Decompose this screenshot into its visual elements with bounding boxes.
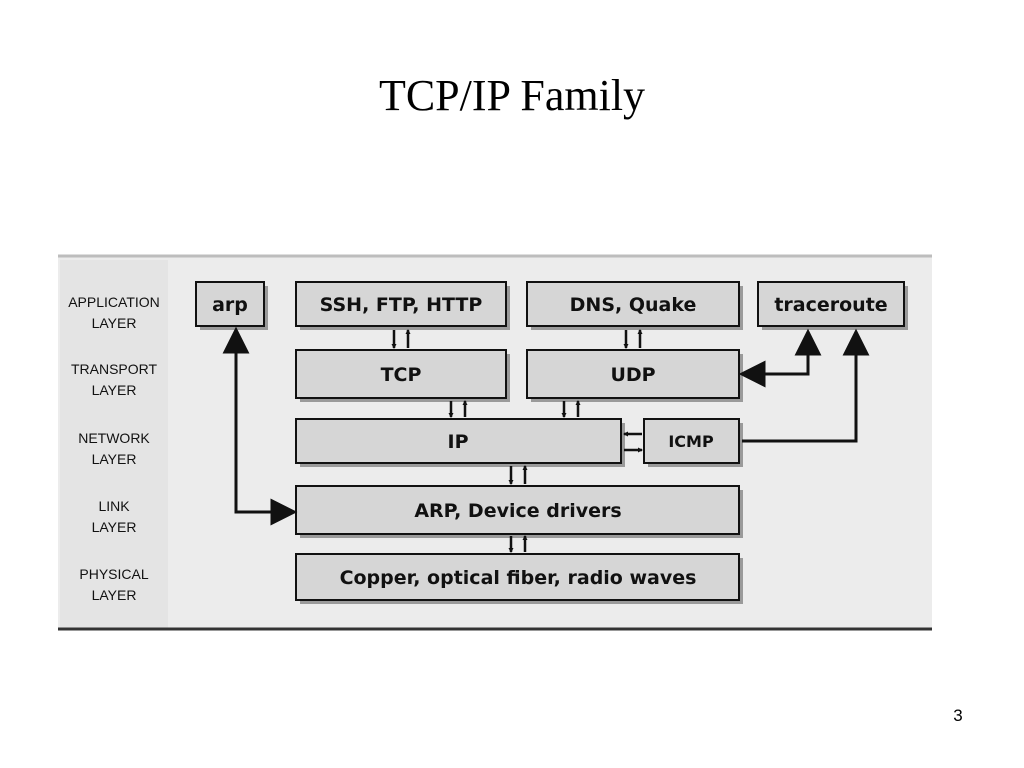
connector-traceroute-to-udp xyxy=(738,328,822,388)
layer-label-transport-line1: TRANSPORT xyxy=(71,361,158,377)
box-ip: IP xyxy=(295,418,625,467)
box-arp: arp xyxy=(195,281,268,330)
box-tcp-label: TCP xyxy=(381,364,422,386)
layer-label-transport: TRANSPORT LAYER xyxy=(71,361,158,398)
box-udp-label: UDP xyxy=(610,364,655,386)
tcp-ip-diagram: APPLICATION LAYER TRANSPORT LAYER NETWOR… xyxy=(58,252,934,632)
layer-label-link-line2: LAYER xyxy=(92,519,137,535)
layer-label-application-line2: LAYER xyxy=(92,315,137,331)
layer-label-link: LINK LAYER xyxy=(92,498,137,535)
box-udp: UDP xyxy=(526,349,743,402)
box-ip-label: IP xyxy=(448,431,469,453)
box-icmp-label: ICMP xyxy=(668,432,714,451)
box-tcp: TCP xyxy=(295,349,510,402)
box-physical: Copper, optical fiber, radio waves xyxy=(295,553,743,604)
layer-label-link-line1: LINK xyxy=(98,498,130,514)
layer-label-application-line1: APPLICATION xyxy=(68,294,160,310)
layer-label-transport-line2: LAYER xyxy=(92,382,137,398)
box-physical-label: Copper, optical fiber, radio waves xyxy=(340,567,697,589)
box-link-label: ARP, Device drivers xyxy=(414,500,621,522)
page-number: 3 xyxy=(953,706,963,725)
box-traceroute-label: traceroute xyxy=(774,294,887,316)
layer-label-application: APPLICATION LAYER xyxy=(68,294,160,331)
box-app-protocols: SSH, FTP, HTTP xyxy=(295,281,510,330)
connector-arp-to-link xyxy=(222,326,298,526)
box-link: ARP, Device drivers xyxy=(295,485,743,538)
layer-label-physical-line2: LAYER xyxy=(92,587,137,603)
layer-label-network-line1: NETWORK xyxy=(78,430,150,446)
box-arp-label: arp xyxy=(212,294,248,316)
slide-title: TCP/IP Family xyxy=(378,71,646,120)
layer-label-network: NETWORK LAYER xyxy=(78,430,150,467)
layer-label-physical: PHYSICAL LAYER xyxy=(79,566,148,603)
layer-label-column xyxy=(60,260,168,628)
layer-label-physical-line1: PHYSICAL xyxy=(79,566,148,582)
box-icmp: ICMP xyxy=(643,418,743,467)
box-dns-quake-label: DNS, Quake xyxy=(570,294,697,316)
box-dns-quake: DNS, Quake xyxy=(526,281,743,330)
layer-label-network-line2: LAYER xyxy=(92,451,137,467)
box-traceroute: traceroute xyxy=(757,281,908,330)
box-app-protocols-label: SSH, FTP, HTTP xyxy=(320,294,483,316)
connector-traceroute-to-icmp xyxy=(742,328,870,443)
